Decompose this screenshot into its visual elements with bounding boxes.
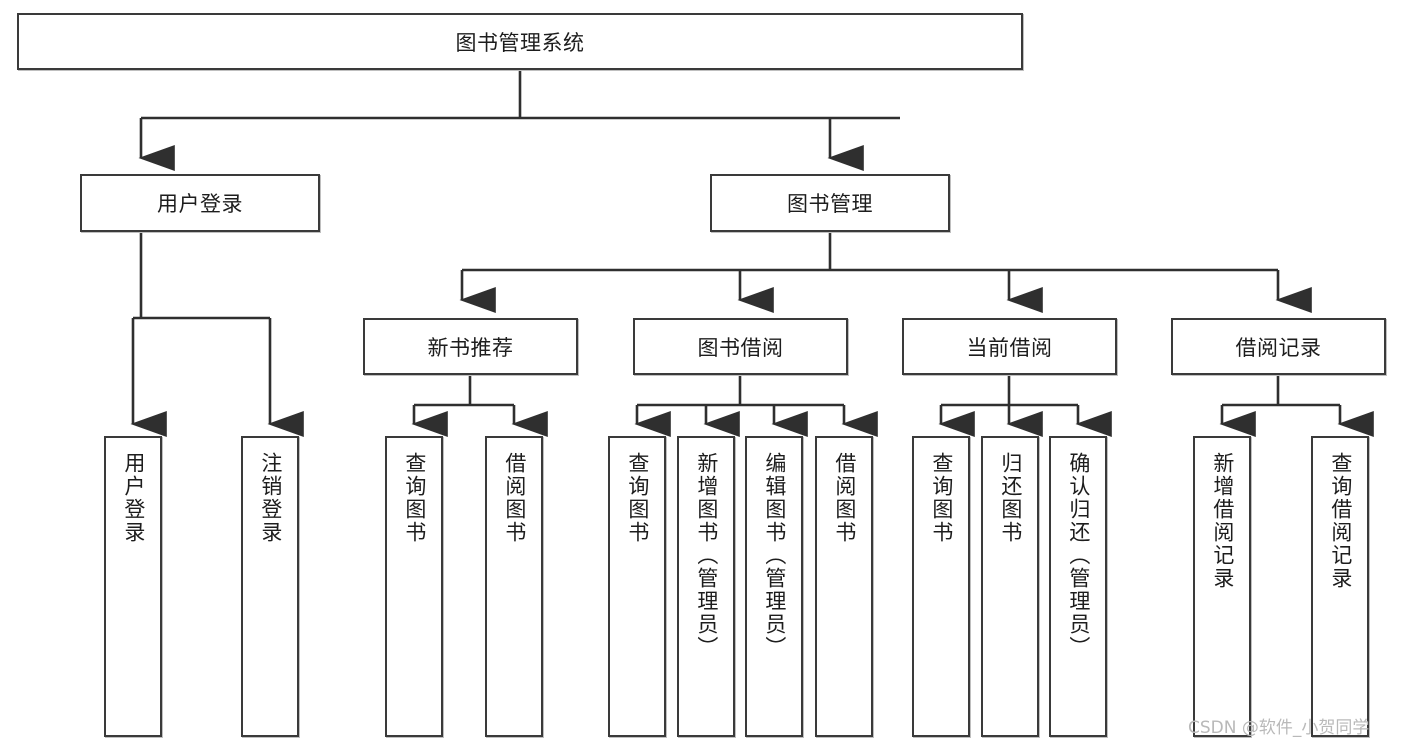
leaf-book-borrow-borrow[interactable]: 借阅图书: [815, 436, 873, 737]
leaf-label: 编辑图书（管理员）: [762, 452, 787, 659]
leaf-label: 注销登录: [258, 452, 283, 544]
node-user-login-label: 用户登录: [157, 192, 243, 216]
leaf-new-book-borrow[interactable]: 借阅图书: [485, 436, 543, 737]
leaf-label: 查询借阅记录: [1328, 452, 1353, 590]
leaf-new-book-query[interactable]: 查询图书: [385, 436, 443, 737]
node-book-management-label: 图书管理: [787, 192, 873, 216]
leaf-label: 新增图书（管理员）: [694, 452, 719, 659]
node-book-borrow[interactable]: 图书借阅: [633, 318, 848, 375]
leaf-borrow-record-query[interactable]: 查询借阅记录: [1311, 436, 1369, 737]
leaf-label: 用户登录: [121, 452, 146, 544]
leaf-current-borrow-return[interactable]: 归还图书: [981, 436, 1039, 737]
node-borrow-record[interactable]: 借阅记录: [1171, 318, 1386, 375]
leaf-label: 确认归还（管理员）: [1066, 452, 1091, 659]
leaf-current-borrow-confirm-return[interactable]: 确认归还（管理员）: [1049, 436, 1107, 737]
csdn-watermark: CSDN @软件_小贺同学: [1188, 718, 1370, 738]
leaf-label: 查询图书: [929, 452, 954, 544]
leaf-label: 新增借阅记录: [1210, 452, 1235, 590]
node-book-management[interactable]: 图书管理: [710, 174, 950, 232]
node-current-borrow-label: 当前借阅: [966, 335, 1053, 360]
node-new-book-recommend[interactable]: 新书推荐: [363, 318, 578, 375]
leaf-label: 归还图书: [998, 452, 1023, 544]
node-current-borrow[interactable]: 当前借阅: [902, 318, 1117, 375]
node-book-borrow-label: 图书借阅: [697, 335, 784, 360]
leaf-borrow-record-add[interactable]: 新增借阅记录: [1193, 436, 1251, 737]
leaf-book-borrow-query[interactable]: 查询图书: [608, 436, 666, 737]
leaf-label: 借阅图书: [502, 452, 527, 544]
leaf-user-login-login[interactable]: 用户登录: [104, 436, 162, 737]
leaf-label: 查询图书: [402, 452, 427, 544]
leaf-user-login-logout[interactable]: 注销登录: [241, 436, 299, 737]
leaf-label: 借阅图书: [832, 452, 857, 544]
node-root-label: 图书管理系统: [455, 30, 585, 55]
node-borrow-record-label: 借阅记录: [1235, 335, 1322, 360]
node-root[interactable]: 图书管理系统: [17, 13, 1023, 70]
leaf-book-borrow-edit[interactable]: 编辑图书（管理员）: [745, 436, 803, 737]
leaf-book-borrow-add[interactable]: 新增图书（管理员）: [677, 436, 735, 737]
node-new-book-recommend-label: 新书推荐: [427, 335, 514, 360]
leaf-current-borrow-query[interactable]: 查询图书: [912, 436, 970, 737]
leaf-label: 查询图书: [625, 452, 650, 544]
node-user-login[interactable]: 用户登录: [80, 174, 320, 232]
